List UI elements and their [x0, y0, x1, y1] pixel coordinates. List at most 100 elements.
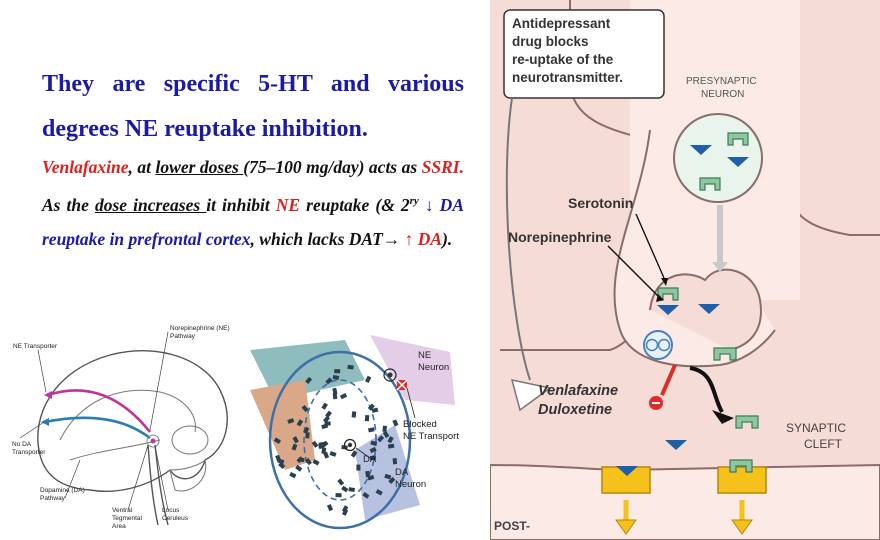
molecule-dot	[275, 454, 282, 462]
molecule-dot	[384, 473, 392, 480]
ssri-term: SSRI.	[421, 157, 464, 177]
molecule-dot	[377, 435, 385, 443]
molecule-dot	[273, 437, 281, 444]
dose-increases: dose increases	[94, 194, 207, 215]
synapse-mechanism-panel: Antidepressant drug blocks re-uptake of …	[490, 0, 880, 540]
molecule-dot	[321, 402, 328, 410]
label-no-da-2: Transporter	[12, 449, 46, 456]
label-ne-pathway: Norepinephrine (NE)	[170, 325, 230, 332]
molecule-dot	[332, 392, 338, 400]
molecule-dot	[325, 377, 333, 385]
molecule-dot	[323, 451, 330, 459]
postsynaptic-receptors	[601, 459, 767, 535]
callout-line-3: re-uptake of the	[512, 52, 614, 67]
label-duloxetine: Duloxetine	[538, 402, 612, 418]
label-vta-2: Tegmental	[112, 515, 143, 522]
para-text: , which lacks DAT→	[250, 228, 405, 249]
label-synaptic-cleft-2: CLEFT	[804, 437, 843, 451]
label-blocked-2: NE Transport	[403, 431, 459, 442]
up-da: ↑ DA	[404, 228, 443, 249]
ne-term: NE	[275, 194, 301, 215]
label-no-da: No DA	[12, 441, 32, 448]
molecule-dot	[350, 450, 358, 458]
molecule-dot	[311, 440, 319, 448]
molecule-dot	[382, 425, 387, 432]
norepinephrine-molecules	[657, 145, 749, 450]
label-vta-3: Area	[112, 523, 126, 530]
synapse-mechanism-diagram: Antidepressant drug blocks re-uptake of …	[490, 0, 880, 540]
brain-pathway-diagram: NE Transporter Norepinephrine (NE) Pathw…	[12, 325, 230, 530]
molecule-dot	[368, 427, 375, 433]
molecule-dot	[289, 471, 297, 479]
lower-doses: lower doses	[155, 157, 244, 177]
callout-line-2: drug blocks	[512, 34, 589, 49]
label-presynaptic-2: NEURON	[701, 89, 744, 100]
molecule-dot	[392, 458, 398, 465]
molecule-dot	[382, 430, 390, 439]
molecule-dot	[347, 364, 354, 370]
molecule-dot	[356, 464, 361, 471]
label-da-pathway-2: Pathway	[40, 495, 66, 502]
molecule-dot	[387, 436, 394, 444]
molecule-dot	[305, 458, 312, 466]
label-da-neuron-2: Neuron	[395, 479, 426, 490]
molecule-dot	[364, 415, 370, 422]
para-text: As the	[42, 194, 95, 215]
label-ne-neuron-2: Neuron	[418, 362, 449, 373]
orange-neuron-shape	[250, 380, 315, 470]
molecule-dot	[369, 455, 377, 461]
da-pathway-line	[44, 416, 151, 440]
molecule-dot	[348, 487, 355, 493]
label-lc-2: Ceruleus	[162, 515, 189, 522]
slide-heading: They are specific 5-HT and various degre…	[42, 62, 464, 152]
superscript-ry: ry	[409, 195, 419, 207]
molecule-dot	[303, 426, 310, 434]
molecule-dot	[365, 375, 372, 383]
para-text: , at	[128, 157, 156, 177]
label-synaptic-cleft: SYNAPTIC	[786, 421, 846, 435]
molecule-dot	[371, 407, 379, 413]
molecule-dot	[351, 411, 357, 418]
heading-line-1: They are specific 5-HT and various	[42, 71, 464, 97]
molecule-dot	[292, 436, 299, 444]
ne-pathway-line	[47, 389, 152, 433]
molecule-dot	[312, 459, 320, 466]
molecule-dot	[305, 432, 310, 439]
callout-line-4: neurotransmitter.	[512, 70, 623, 85]
molecule-dot	[341, 485, 349, 493]
molecule-dot	[375, 489, 383, 496]
molecule-dot	[321, 423, 329, 430]
molecule-dot	[319, 442, 325, 449]
ne-neuron-shape	[370, 335, 455, 405]
molecule-dot	[296, 419, 304, 427]
molecule-dot	[325, 410, 332, 418]
molecule-dot	[329, 451, 337, 457]
label-da: DA	[363, 454, 377, 465]
molecule-dot	[367, 475, 375, 481]
molecule-dot	[369, 446, 377, 454]
text-panel: They are specific 5-HT and various degre…	[12, 62, 464, 530]
molecule-dot	[387, 443, 395, 449]
molecule-dot	[287, 418, 295, 424]
label-presynaptic: PRESYNAPTIC	[686, 76, 757, 87]
label-da-pathway: Dopamine (DA)	[40, 487, 85, 494]
para-text: it inhibit	[206, 194, 276, 215]
da-reuptake-text: ↓ DA reuptake in prefrontal cortex	[42, 194, 464, 249]
para-text: (75–100 mg/day) acts as	[243, 157, 422, 177]
drug-venlafaxine: Venlafaxine	[42, 157, 129, 177]
label-serotonin: Serotonin	[568, 195, 633, 211]
callout-line-1: Antidepressant	[512, 16, 611, 31]
molecule-dot	[335, 493, 342, 498]
molecule-dot	[341, 505, 349, 513]
label-ne-pathway-2: Pathway	[170, 333, 196, 340]
molecule-dot	[305, 376, 313, 385]
molecule-dot	[298, 457, 305, 463]
callout-box	[503, 9, 665, 99]
molecule-dot	[332, 374, 340, 380]
molecule-dot	[295, 464, 303, 472]
para-text: reuptake (& 2	[300, 194, 410, 215]
molecule-dot	[326, 504, 334, 512]
molecule-dot	[392, 419, 399, 427]
label-post: POST-	[494, 519, 530, 533]
label-venlafaxine: Venlafaxine	[538, 383, 618, 399]
